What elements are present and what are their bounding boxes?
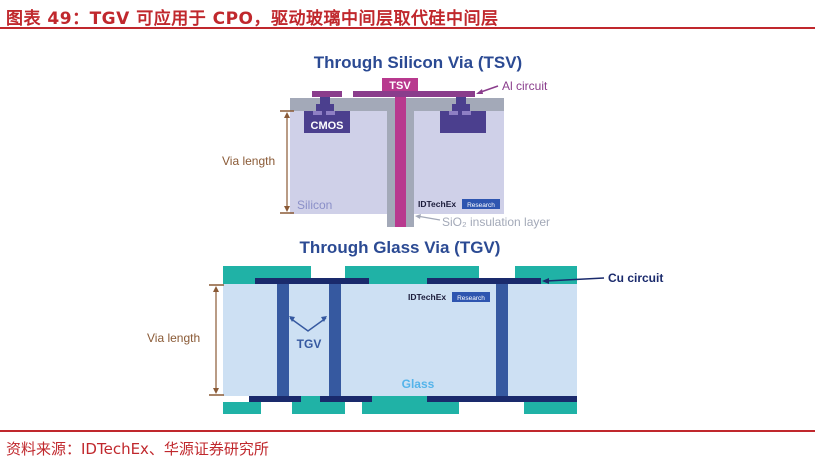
tsv-brand-badge-text: Research: [467, 202, 495, 209]
cu-circuit-bottom-1-overlay: [249, 396, 301, 402]
cu-pad-bottom-1: [223, 402, 261, 414]
al-circuit-label: Al circuit: [502, 79, 548, 93]
cu-pad-bottom-2: [292, 402, 345, 414]
tgv-dimension-arrowhead-up: [213, 286, 219, 292]
cu-circuit-bottom-2-overlay: [320, 396, 372, 402]
tgv-dimension-arrowhead-down: [213, 388, 219, 394]
al-circuit-arrowhead: [476, 89, 483, 94]
tsv-top-pad: [382, 78, 418, 92]
tsv-brand-badge: [462, 199, 500, 209]
cu-circuit-label: Cu circuit: [608, 271, 663, 285]
figure-source: 资料来源：IDTechEx、华源证券研究所: [6, 440, 269, 458]
silicon-label: Silicon: [297, 198, 332, 212]
tgv-title: Through Glass Via (TGV): [300, 238, 501, 257]
cmos-gate-left-1: [313, 111, 322, 115]
cmos-block-left: [304, 111, 350, 133]
tgv-arrowhead-left: [289, 316, 295, 322]
cmos-gate-right-1: [449, 111, 458, 115]
cmos-contact-left-base: [316, 104, 334, 111]
cmos-contact-left: [320, 97, 330, 104]
tgv-brand-logo: IDTechEx: [408, 292, 446, 302]
cmos-label: CMOS: [311, 120, 344, 132]
tgv-brand-badge-text: Research: [457, 295, 485, 302]
dimension-arrowhead-down: [284, 206, 290, 212]
cu-circuit-arrowhead: [542, 278, 549, 284]
cu-circuit-top-left: [255, 278, 369, 284]
cu-pad-bottom-4: [524, 402, 577, 414]
tgv-diagram: Through Glass Via (TGV) Cu circuit: [147, 238, 663, 414]
cu-circuit-top-right: [427, 278, 541, 284]
cmos-gate-left-2: [326, 111, 335, 115]
tsv-brand-logo: IDTechEx: [418, 199, 456, 209]
glass-label: Glass: [402, 377, 435, 391]
tgv-arrowhead-right: [321, 316, 327, 322]
cu-circuit-arrow: [545, 277, 605, 282]
cmos-block-right: [440, 111, 486, 133]
cmos-contact-right-base: [452, 104, 470, 111]
tsv-conductor: [395, 88, 406, 227]
cu-pad-bottom-3: [362, 402, 459, 414]
tgv-label: TGV: [297, 337, 322, 351]
glass-substrate: [223, 284, 577, 396]
tsv-title: Through Silicon Via (TSV): [314, 53, 522, 72]
title-divider: [0, 27, 815, 29]
sio2-label: SiO₂ insulation layer: [442, 215, 550, 229]
cmos-contact-right: [456, 97, 466, 104]
sio2-arrowhead: [415, 214, 421, 219]
tgv-via-length-label: Via length: [147, 331, 200, 345]
tgv-via-2: [329, 284, 341, 396]
cmos-gate-right-2: [462, 111, 471, 115]
cu-circuit-bottom-3-overlay: [427, 396, 577, 402]
tgv-callout-arrows: [289, 317, 327, 332]
tgv-via-1: [277, 284, 289, 396]
al-circuit-right: [353, 91, 475, 97]
figure-title: 图表 49：TGV 可应用于 CPO，驱动玻璃中间层取代硅中间层: [6, 9, 499, 29]
dimension-arrowhead-up: [284, 112, 290, 118]
tsv-label: TSV: [389, 80, 411, 92]
source-divider: [0, 430, 815, 432]
tsv-diagram: Through Silicon Via (TSV) TSV CMOS Al ci…: [222, 53, 550, 229]
tgv-brand-badge: [452, 292, 490, 302]
tgv-via-3: [496, 284, 508, 396]
al-circuit-left: [312, 91, 342, 97]
tsv-via-length-label: Via length: [222, 154, 275, 168]
sio2-arrow: [416, 215, 441, 221]
